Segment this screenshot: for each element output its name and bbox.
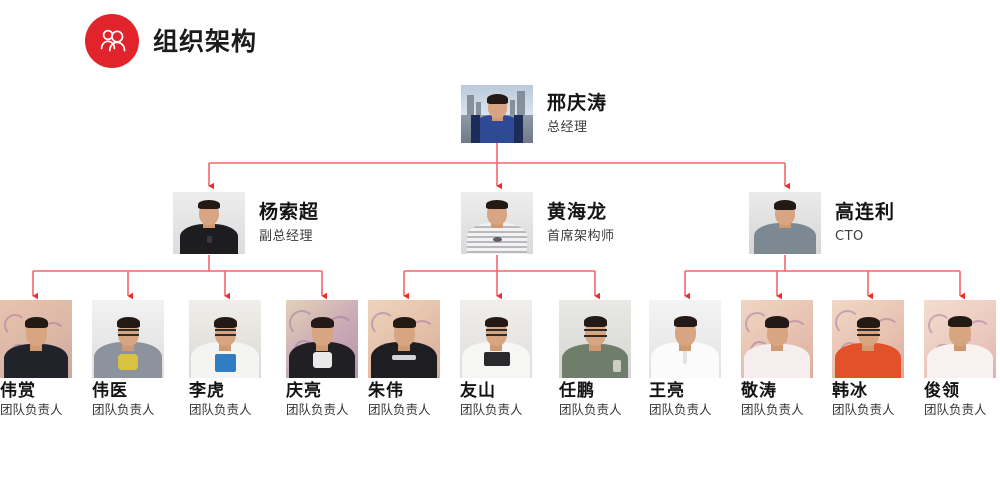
org-node-l3-8[interactable]: 敬涛 团队负责人 [741, 300, 831, 416]
avatar-l2-0 [173, 192, 245, 254]
avatar-l3-4 [368, 300, 440, 378]
page-title: 组织架构 [153, 26, 258, 56]
org-node-l2-0-meta: 杨索超 副总经理 [259, 201, 319, 245]
avatar-l3-3 [286, 300, 358, 378]
org-node-l2-1-meta: 黄海龙 首席架构师 [547, 201, 615, 245]
avatar-l3-0 [0, 300, 72, 378]
org-node-l3-1-name: 伟医 [92, 381, 128, 401]
avatar-l3-5 [460, 300, 532, 378]
org-node-l3-7[interactable]: 王亮 团队负责人 [649, 300, 739, 416]
org-node-l3-10-role: 团队负责人 [924, 401, 987, 417]
org-node-l3-3[interactable]: 庆亮 团队负责人 [286, 300, 376, 416]
org-node-l3-2-name: 李虎 [189, 381, 225, 401]
avatar-l3-1 [92, 300, 164, 378]
org-node-l3-4[interactable]: 朱伟 团队负责人 [368, 300, 458, 416]
org-node-l3-8-role: 团队负责人 [741, 401, 804, 417]
org-node-root-name: 邢庆涛 [547, 92, 608, 114]
org-node-l3-0[interactable]: 伟赏 团队负责人 [0, 300, 90, 416]
org-node-l3-3-role: 团队负责人 [286, 401, 349, 417]
org-node-l3-2[interactable]: 李虎 团队负责人 [189, 300, 279, 416]
org-node-l2-0[interactable]: 杨索超 副总经理 [173, 192, 319, 254]
org-node-l2-1-role: 首席架构师 [547, 228, 615, 244]
glasses-icon [857, 329, 880, 336]
org-node-l2-2-meta: 高连利 CTO [835, 201, 895, 245]
avatar-l3-8 [741, 300, 813, 378]
org-node-l3-1-role: 团队负责人 [92, 401, 155, 417]
org-node-l2-0-role: 副总经理 [259, 228, 314, 244]
org-node-l3-10[interactable]: 俊领 团队负责人 [924, 300, 1000, 416]
org-node-l3-9[interactable]: 韩冰 团队负责人 [832, 300, 922, 416]
org-node-l3-9-role: 团队负责人 [832, 401, 895, 417]
org-node-l3-5[interactable]: 友山 团队负责人 [460, 300, 550, 416]
page-header: 组织架构 [85, 14, 257, 68]
avatar-l2-2 [749, 192, 821, 254]
org-node-l2-2-role: CTO [835, 228, 864, 244]
org-node-l3-0-role: 团队负责人 [0, 401, 63, 417]
avatar-l3-9 [832, 300, 904, 378]
org-node-l3-6[interactable]: 任鹏 团队负责人 [559, 300, 649, 416]
org-node-l3-0-name: 伟赏 [0, 381, 36, 401]
glasses-icon [118, 329, 139, 336]
avatar-l3-2 [189, 300, 261, 378]
org-node-l3-8-name: 敬涛 [741, 381, 777, 401]
org-node-root[interactable]: 邢庆涛 总经理 [461, 85, 607, 143]
avatar-l3-6 [559, 300, 631, 378]
org-node-l3-2-role: 团队负责人 [189, 401, 252, 417]
org-node-l3-6-role: 团队负责人 [559, 401, 622, 417]
org-node-root-meta: 邢庆涛 总经理 [547, 92, 607, 136]
org-node-l2-2-name: 高连利 [835, 201, 896, 223]
avatar-root [461, 85, 533, 143]
avatar-l3-7 [649, 300, 721, 378]
org-node-l3-7-name: 王亮 [649, 381, 685, 401]
org-node-l3-7-role: 团队负责人 [649, 401, 712, 417]
org-node-l3-10-name: 俊领 [924, 381, 960, 401]
avatar-l3-10 [924, 300, 996, 378]
org-node-l2-2[interactable]: 高连利 CTO [749, 192, 895, 254]
avatar-l2-1 [461, 192, 533, 254]
org-node-l2-1[interactable]: 黄海龙 首席架构师 [461, 192, 615, 254]
org-node-l2-1-name: 黄海龙 [547, 201, 608, 223]
org-node-l3-4-role: 团队负责人 [368, 401, 431, 417]
org-node-l3-5-name: 友山 [460, 381, 496, 401]
org-node-l3-1[interactable]: 伟医 团队负责人 [92, 300, 182, 416]
org-node-root-role: 总经理 [547, 119, 588, 135]
org-node-l3-9-name: 韩冰 [832, 381, 868, 401]
org-node-l3-3-name: 庆亮 [286, 381, 322, 401]
people-group-icon [85, 14, 139, 68]
org-node-l2-0-name: 杨索超 [259, 201, 320, 223]
org-node-l3-5-role: 团队负责人 [460, 401, 523, 417]
glasses-icon [486, 329, 507, 336]
org-node-l3-6-name: 任鹏 [559, 381, 595, 401]
org-node-l3-4-name: 朱伟 [368, 381, 404, 401]
glasses-icon [584, 329, 607, 337]
glasses-icon [215, 329, 236, 336]
